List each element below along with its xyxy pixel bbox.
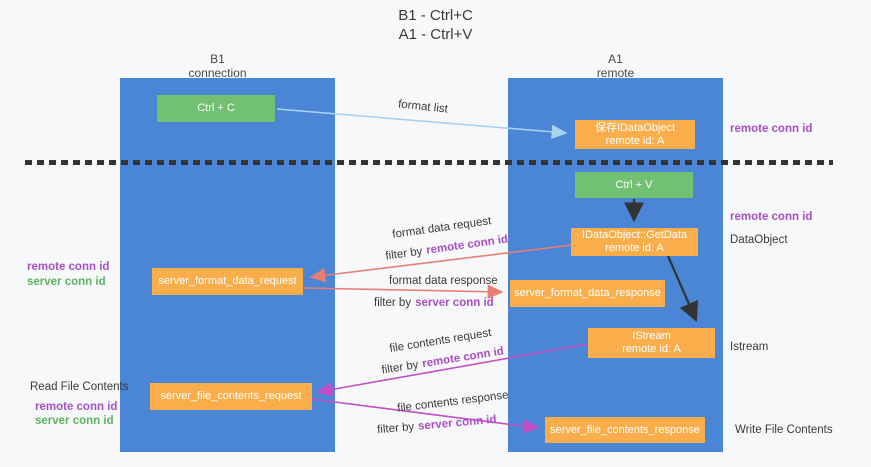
title-line-1: B1 - Ctrl+C [398,7,473,24]
remote-conn-id-left-label-1: remote conn id [27,261,110,273]
left-column-subtitle: connection [188,66,247,80]
server-format-data-request-label: server_format_data_request [158,275,297,287]
file-contents-response-label: file contents response [396,389,510,415]
remote-conn-id-text: remote conn id [425,233,509,257]
filter-by-text: filter by [374,297,412,309]
ctrl-v-label: Ctrl + V [615,178,653,191]
server-format-data-response-box: server_format_data_response [510,280,665,307]
save-idataobject-line2: remote id: A [605,134,665,147]
save-idataobject-line1: 保存IDataObject [594,121,676,134]
read-file-contents-label: Read File Contents [30,381,129,393]
right-column-name: A1 [608,52,623,66]
left-column-header: B1 connection [110,52,325,80]
getdata-line2: remote id: A [605,242,664,254]
getdata-line1: IDataObject::GetData [581,229,688,241]
istream-line1: IStream [632,330,671,342]
filter-by-text: filter by [380,358,420,377]
istream-box: IStream remote id: A [588,328,715,358]
server-file-contents-response-box: server_file_contents_response [545,417,705,443]
remote-conn-id-left-label-2: remote conn id [35,401,118,413]
idataobject-getdata-box: IDataObject::GetData remote id: A [571,228,698,256]
istream-side-label: Istream [730,341,769,353]
remote-conn-id-right-label-2: remote conn id [730,211,813,223]
diagram-title: B1 - Ctrl+C A1 - Ctrl+V [0,6,871,44]
write-file-contents-label: Write File Contents [735,424,833,436]
ctrl-c-box: Ctrl + C [157,95,275,122]
format-list-label: format list [397,98,449,116]
remote-conn-id-text: remote conn id [421,345,505,371]
title-line-2: A1 - Ctrl+V [398,26,473,43]
ctrl-c-label: Ctrl + C [197,102,235,114]
server-conn-id-left-label-2: server conn id [35,415,114,427]
server-conn-id-text: server conn id [417,413,497,433]
server-conn-id-text: server conn id [415,297,494,309]
left-column-name: B1 [210,52,225,66]
dataobject-label: DataObject [730,234,788,246]
filter-by-text: filter by [376,421,415,437]
phase-divider-dashed-line [25,160,833,165]
server-file-contents-request-box: server_file_contents_request [150,383,312,410]
remote-conn-id-right-label-1: remote conn id [730,123,813,135]
server-format-data-request-box: server_format_data_request [152,268,303,295]
right-column-header: A1 remote [508,52,723,80]
server-file-contents-response-label: server_file_contents_response [550,423,700,436]
istream-line2: remote id: A [622,343,681,355]
ctrl-v-box: Ctrl + V [575,172,693,198]
save-idataobject-box: 保存IDataObject remote id: A [575,120,695,149]
server-conn-id-left-label-1: server conn id [27,276,106,288]
filter-by-text: filter by [384,245,424,263]
format-data-response-label: format data response [389,275,498,287]
server-file-contents-request-label: server_file_contents_request [160,390,302,402]
server-format-data-response-label: server_format_data_response [514,287,661,299]
right-column-subtitle: remote [596,66,635,80]
